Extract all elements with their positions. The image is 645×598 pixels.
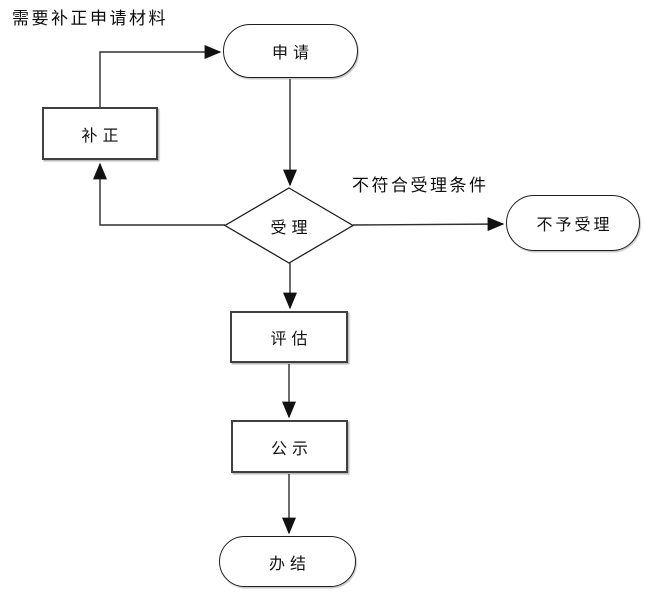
flow-node-accept-label: 受理: [270, 219, 313, 237]
flow-node-reject: 不予受理: [506, 195, 640, 251]
flow-node-accept: 受理: [225, 188, 353, 263]
flow-node-complete-label: 办结: [268, 555, 311, 573]
flow-node-apply-label: 申请: [271, 45, 314, 62]
annotation-needs-correction: 需要补正申请材料: [12, 9, 168, 28]
flow-node-complete: 办结: [219, 536, 356, 587]
flow-node-publicize: 公示: [231, 420, 348, 473]
flow-node-evaluate-label: 评估: [270, 331, 313, 348]
annotation-not-meet-condition: 不符合受理条件: [352, 176, 489, 195]
connector-accept-to-reject: [352, 217, 505, 232]
flow-node-publicize-label: 公示: [270, 440, 313, 458]
flow-node-correction: 补正: [42, 107, 158, 160]
flow-node-evaluate: 评估: [230, 311, 348, 363]
connector-accept-to-correction: [93, 162, 225, 226]
connector-correction-to-apply: [99, 45, 222, 107]
flow-node-reject-label: 不予受理: [536, 217, 613, 234]
decision-diamond-accept: [223, 187, 355, 264]
flow-node-correction-label: 补正: [81, 127, 124, 145]
flow-node-apply: 申请: [223, 24, 358, 78]
